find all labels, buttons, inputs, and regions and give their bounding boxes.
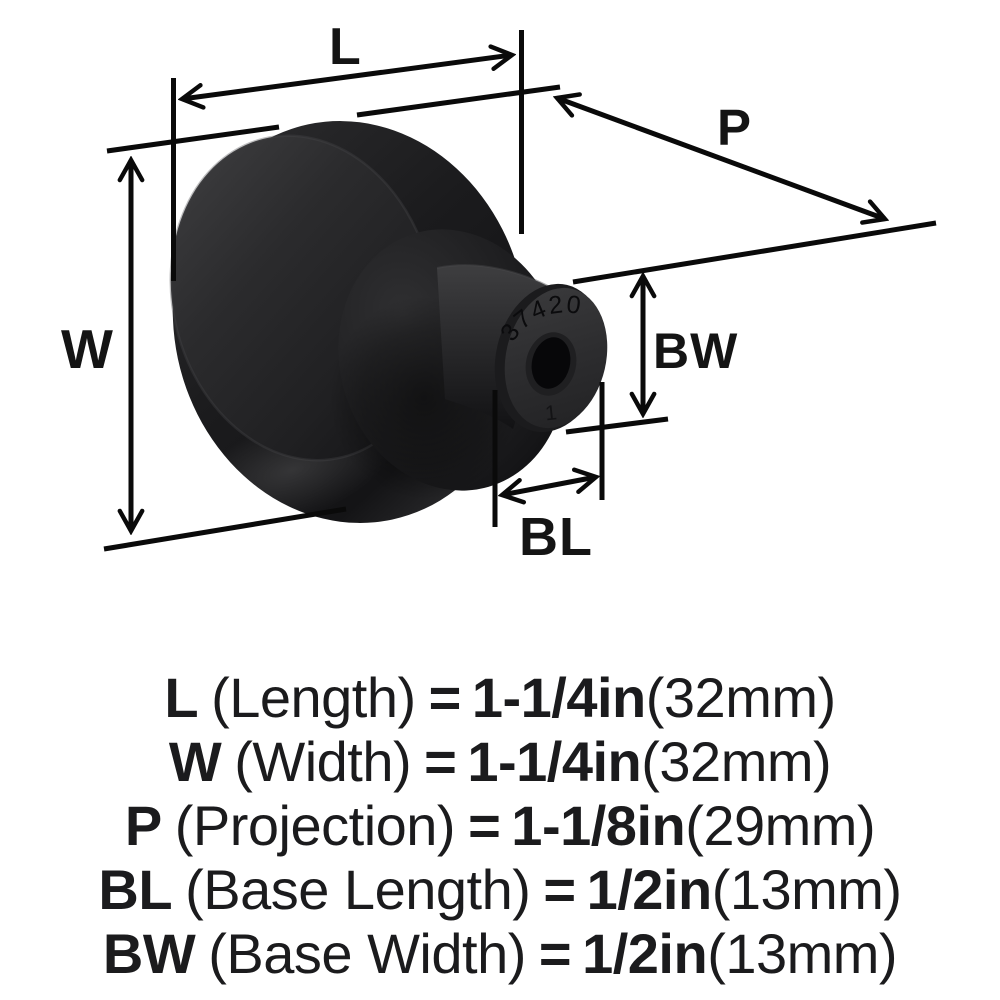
- spec-symbol: W: [168, 730, 222, 793]
- spec-row-base-length: BL(Base Length)=1/2in(13mm): [0, 858, 1000, 922]
- spec-value-metric: (13mm): [707, 922, 898, 985]
- dimension-label-p: P: [717, 99, 751, 156]
- spec-value-metric: (32mm): [645, 666, 836, 729]
- spec-equals: =: [538, 922, 572, 985]
- bw-tick-bottom: [565, 416, 669, 435]
- spec-symbol: L: [164, 666, 199, 729]
- bl-arrow: [502, 477, 596, 495]
- spec-symbol: BL: [98, 858, 173, 921]
- dimension-bw: [565, 276, 669, 435]
- dimension-label-w: W: [61, 318, 113, 380]
- spec-value-imperial: 1/2in: [586, 858, 713, 921]
- spec-value-imperial: 1-1/4in: [471, 666, 646, 729]
- dimension-l: [171, 30, 524, 281]
- spec-value-imperial: 1-1/8in: [511, 794, 686, 857]
- dimension-w: [103, 124, 347, 552]
- knob-stem-highlight: [436, 264, 558, 292]
- p-extension-base-plane: [572, 220, 937, 285]
- engraving-size-number: 1: [544, 401, 558, 425]
- spec-equals: =: [428, 666, 462, 729]
- spec-list: L(Length)=1-1/4in(32mm) W(Width)=1-1/4in…: [0, 666, 1000, 986]
- knob-diagram: 37420 1: [61, 18, 937, 567]
- spec-row-length: L(Length)=1-1/4in(32mm): [0, 666, 1000, 730]
- w-tick-bottom: [103, 506, 347, 552]
- knob: 37420 1: [169, 121, 608, 527]
- spec-value-metric: (29mm): [685, 794, 876, 857]
- spec-name: (Length): [211, 666, 416, 729]
- spec-row-base-width: BW(Base Width)=1/2in(13mm): [0, 922, 1000, 986]
- spec-equals: =: [468, 794, 501, 857]
- spec-name: (Width): [234, 730, 412, 793]
- spec-row-projection: P(Projection)=1-1/8in(29mm): [0, 794, 1000, 858]
- spec-name: (Base Width): [208, 922, 526, 985]
- dimension-bl: [492, 382, 605, 527]
- dimension-label-bw: BW: [653, 323, 738, 379]
- l-arrow: [182, 55, 512, 99]
- spec-symbol: P: [124, 794, 162, 857]
- spec-name: (Projection): [174, 794, 456, 857]
- spec-row-width: W(Width)=1-1/4in(32mm): [0, 730, 1000, 794]
- dimension-lines: [103, 30, 937, 552]
- spec-equals: =: [543, 858, 576, 921]
- spec-value-metric: (13mm): [711, 858, 902, 921]
- spec-symbol: BW: [102, 922, 196, 985]
- p-extension-face-plane: [356, 84, 561, 118]
- spec-value-imperial: 1-1/4in: [467, 730, 642, 793]
- w-tick-top: [106, 124, 280, 154]
- p-arrow: [557, 98, 885, 219]
- dimension-label-bl: BL: [519, 507, 593, 567]
- spec-value-imperial: 1/2in: [582, 922, 708, 985]
- spec-value-metric: (32mm): [641, 730, 832, 793]
- spec-name: (Base Length): [185, 858, 531, 921]
- dimension-label-l: L: [329, 18, 361, 76]
- screw-hole: [531, 337, 571, 389]
- spec-equals: =: [424, 730, 457, 793]
